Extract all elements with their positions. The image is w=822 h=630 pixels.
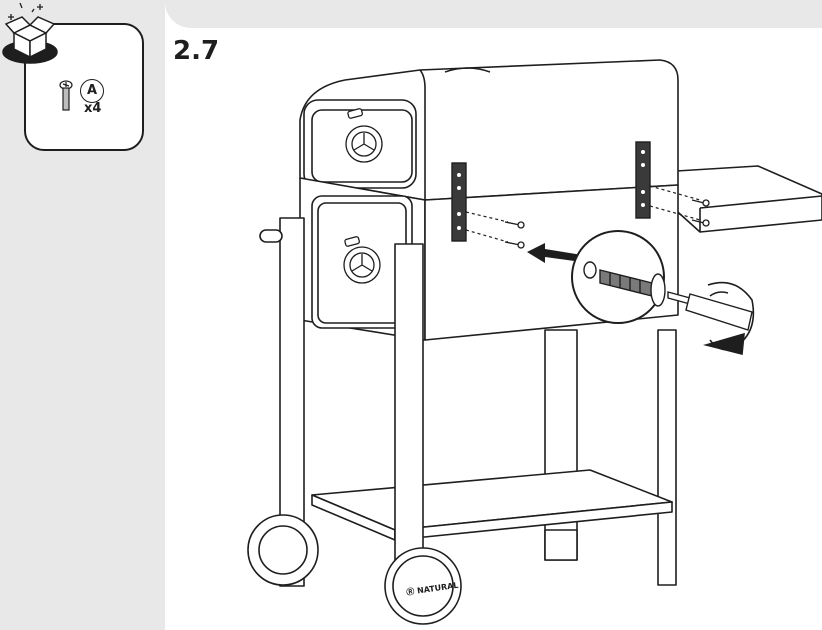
step-number: 2.7 [173, 36, 220, 66]
screwdriver-icon [667, 291, 753, 331]
rotation-arrow-icon [702, 281, 755, 356]
front-leg-right [394, 243, 424, 575]
screw-3 [691, 199, 710, 207]
part-quantity: x4 [84, 101, 102, 116]
top-header-band [165, 0, 822, 28]
insert-arrow-icon [527, 243, 582, 263]
screw-4 [691, 219, 710, 227]
screw-1 [504, 221, 525, 229]
back-leg-left [544, 329, 578, 561]
hinge-bracket-left [451, 162, 467, 242]
part-letter-badge: A [80, 79, 104, 103]
screw-2 [504, 241, 525, 249]
hinge-bracket-right [635, 141, 651, 219]
back-leg-right [657, 329, 677, 586]
